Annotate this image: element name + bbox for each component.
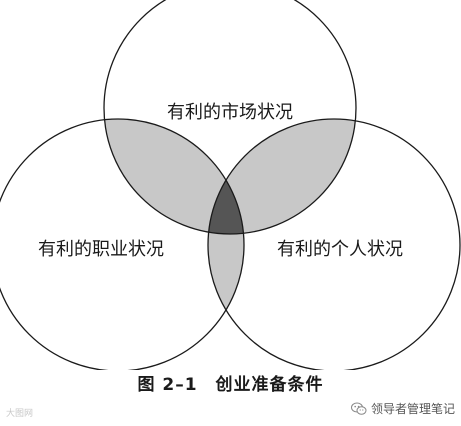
figure-number: 图 2–1 — [137, 375, 198, 395]
overlap-market-career — [104, 119, 244, 234]
label-career: 有利的职业状况 — [38, 239, 164, 260]
venn-diagram: 有利的市场状况 有利的职业状况 有利的个人状况 — [0, 0, 461, 370]
label-market: 有利的市场状况 — [167, 102, 293, 123]
circle-personal — [207, 118, 461, 370]
label-personal: 有利的个人状况 — [277, 239, 403, 260]
watermark-right: 领导者管理笔记 — [350, 400, 455, 417]
watermark-left: 大图网 — [6, 409, 34, 419]
figure-title: 创业准备条件 — [215, 375, 324, 395]
circle-career — [0, 118, 245, 370]
wechat-icon — [350, 402, 367, 415]
figure-caption: 图 2–1 创业准备条件 — [0, 370, 461, 395]
watermark-right-text: 领导者管理笔记 — [370, 402, 455, 416]
circle-market — [103, 0, 357, 235]
overlap-market-personal — [208, 119, 356, 234]
